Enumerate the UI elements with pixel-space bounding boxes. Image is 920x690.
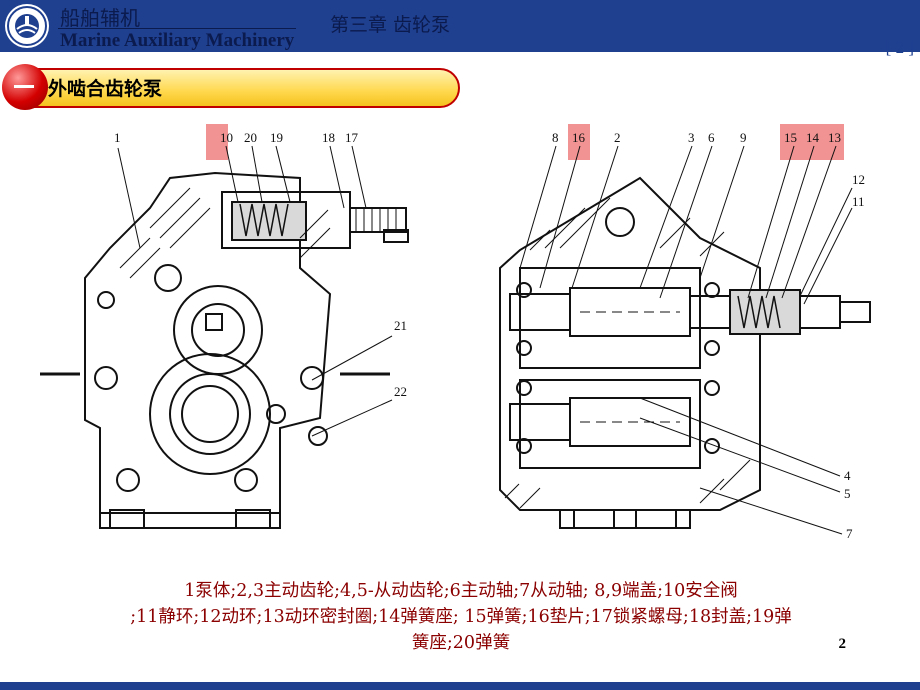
header-bar: 船舶辅机 Marine Auxiliary Machinery 第三章 齿轮泵 … [0,0,920,57]
label-17: 17 [345,130,359,145]
section-title: 外啮合齿轮泵 [48,78,163,100]
chapter-title: 第三章 齿轮泵 [330,14,451,36]
label-13: 13 [828,130,841,145]
label-18: 18 [322,130,335,145]
side-section-view [499,145,871,535]
label-7: 7 [846,526,853,541]
label-10: 10 [220,130,233,145]
highlight-box-16 [568,124,590,160]
label-2: 2 [614,130,621,145]
label-3: 3 [688,130,695,145]
label-6: 6 [708,130,715,145]
label-8: 8 [552,130,559,145]
gear-pump-drawing: 1 10 20 19 18 17 21 22 8 16 2 3 6 9 15 1… [40,124,871,541]
label-4: 4 [844,468,851,483]
section-bullet-mark [14,85,34,88]
parts-legend: 1泵体;2,3主动齿轮;4,5-从动齿轮;6主动轴;7从动轴; 8,9端盖;10… [30,578,892,656]
slide-page-indicator: [ 2 ] [885,38,914,57]
university-logo-icon [5,4,49,48]
course-title-cn: 船舶辅机 [60,6,140,30]
label-14: 14 [806,130,820,145]
label-5: 5 [844,486,851,501]
label-21: 21 [394,318,407,333]
label-15: 15 [784,130,797,145]
highlight-box-10 [206,124,228,160]
label-19: 19 [270,130,283,145]
front-view [40,145,409,529]
title-underline [58,28,296,29]
label-20: 20 [244,130,257,145]
parts-legend-line-1: 1泵体;2,3主动齿轮;4,5-从动齿轮;6主动轴;7从动轴; 8,9端盖;10… [184,581,738,601]
label-11: 11 [852,194,865,209]
parts-legend-line-2: ;11静环;12动环;13动环密封圈;14弹簧座; 15弹簧;16垫片;17锁紧… [130,607,792,627]
label-12: 12 [852,172,865,187]
page-number: 2 [838,636,847,652]
footer-bar [0,682,920,690]
section-banner [9,68,460,108]
course-title-en: Marine Auxiliary Machinery [60,30,295,51]
parts-legend-line-3: 簧座;20弹簧 [411,633,511,653]
label-1: 1 [114,130,121,145]
label-16: 16 [572,130,586,145]
label-22: 22 [394,384,407,399]
label-9: 9 [740,130,747,145]
